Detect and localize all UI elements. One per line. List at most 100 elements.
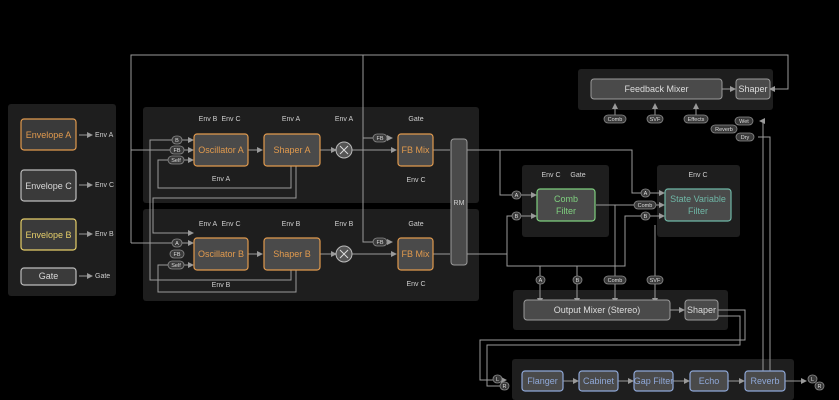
fx-input-r-tag — [499, 381, 510, 391]
flanger-label: Flanger — [527, 376, 558, 386]
oscillator-a-label: Oscillator A — [198, 145, 244, 155]
envelope-b-box[interactable] — [20, 218, 77, 251]
shaper-b-mod: Env B — [282, 221, 301, 228]
shaper-a-box[interactable] — [263, 133, 321, 167]
comb-input-a-tag — [511, 190, 522, 200]
comb-filter-box[interactable] — [536, 188, 596, 222]
voice-a-input-self-tag — [167, 155, 185, 165]
svf-label-1: State Variable — [670, 194, 726, 204]
fbmix-a-bottom-mod: Env C — [406, 177, 425, 184]
out-input-b-tag — [572, 275, 583, 285]
multiplier-b-mod: Env B — [335, 221, 354, 228]
out-input-svf-tag — [646, 275, 664, 285]
svf-mod: Env C — [688, 172, 707, 179]
out-input-comb: Comb — [608, 278, 623, 284]
feedback-shaper-box[interactable] — [735, 78, 771, 100]
feedback-mixer-box[interactable] — [590, 78, 723, 100]
voice-b-fb-tag: FB — [376, 240, 383, 246]
fb-mix-a-box[interactable] — [397, 133, 434, 167]
shaper-a-mod: Env A — [282, 116, 301, 123]
env-c-output-label: Env C — [95, 182, 114, 189]
voice-b-input-fb: FB — [173, 252, 180, 258]
output-shaper-label: Shaper — [687, 305, 716, 315]
fx-input-l-tag — [492, 374, 503, 384]
voice-a-fb-tag: FB — [376, 136, 383, 142]
fb-mix-b-box[interactable] — [397, 237, 434, 271]
fb-mix-a-label: FB Mix — [402, 145, 430, 155]
echo-label: Echo — [699, 376, 720, 386]
feedback-mixer-label: Feedback Mixer — [624, 84, 688, 94]
shaper-b-label: Shaper B — [273, 249, 311, 259]
echo-box[interactable] — [689, 370, 729, 392]
return-reverb-tag-box — [710, 124, 738, 134]
fb-tag-effects-box — [683, 114, 709, 124]
cabinet-box[interactable] — [578, 370, 619, 392]
gate-box[interactable] — [20, 267, 77, 286]
out-input-b: B — [576, 278, 580, 284]
voice-a-input-self: Self — [171, 158, 181, 164]
reverb-box[interactable] — [744, 370, 786, 392]
fbmix-a-top-mod: Gate — [408, 116, 423, 123]
out-input-svf: SVF — [650, 278, 661, 284]
fx-output-r: R — [818, 384, 822, 390]
osc-b-mod-1: Env A — [199, 221, 218, 228]
return-dry-tag: Dry — [741, 135, 750, 141]
env-b-output-label: Env B — [95, 231, 114, 238]
fb-tag-effects: Effects — [688, 117, 705, 123]
cabinet-label: Cabinet — [583, 376, 615, 386]
gap-filter-box[interactable] — [633, 370, 674, 392]
shaper-a-label: Shaper A — [273, 145, 310, 155]
svf-input-b: B — [644, 214, 648, 220]
rm-box[interactable] — [450, 138, 468, 266]
return-dry-tag-box — [735, 132, 755, 142]
wires — [79, 54, 807, 389]
fx-input-r: R — [503, 384, 507, 390]
fbmix-b-bottom-mod: Env C — [406, 281, 425, 288]
fbmix-b-top-mod: Gate — [408, 221, 423, 228]
output-mixer-box[interactable] — [523, 299, 671, 321]
voice-a-fb-tag-box — [372, 133, 388, 143]
rm-label: RM — [454, 200, 465, 207]
out-input-a: A — [539, 278, 543, 284]
envelope-a-label: Envelope A — [26, 130, 72, 140]
voice-b-input-fb-tag — [169, 249, 185, 259]
comb-filter-label-1: Comb — [554, 194, 578, 204]
voice-a-input-b: B — [175, 138, 179, 144]
voice-b-fb-tag-box — [372, 237, 388, 247]
comb-input-b: B — [515, 214, 519, 220]
reverb-label: Reverb — [750, 376, 779, 386]
oscillator-a-box[interactable] — [193, 133, 249, 167]
out-input-a-tag — [535, 275, 546, 285]
env-a-output-label: Env A — [95, 132, 114, 139]
flanger-box[interactable] — [521, 370, 564, 392]
svf-input-b-tag — [640, 211, 651, 221]
voice-a-input-fb-tag — [169, 145, 185, 155]
comb-mod-2: Gate — [570, 172, 585, 179]
out-input-comb-tag — [603, 275, 627, 285]
fx-input-l: L — [496, 377, 499, 383]
fb-tag-svf-box — [646, 114, 664, 124]
voice-a-input-b-tag — [171, 135, 183, 145]
feedback-shaper-label: Shaper — [738, 84, 767, 94]
fb-tag-comb-box — [603, 114, 627, 124]
voice-a-input-fb: FB — [173, 148, 180, 154]
comb-input-a: A — [515, 193, 519, 199]
fb-tag-svf: SVF — [650, 117, 661, 123]
gate-label: Gate — [39, 271, 59, 281]
svf-label-2: Filter — [688, 206, 708, 216]
svf-input-a: A — [644, 191, 648, 197]
comb-mod-1: Env C — [541, 172, 560, 179]
voice-b-input-self-tag — [167, 260, 185, 270]
envelope-c-box[interactable] — [20, 169, 77, 202]
output-mixer-label: Output Mixer (Stereo) — [554, 305, 641, 315]
shaper-b-box[interactable] — [263, 237, 321, 271]
svf-box[interactable] — [664, 188, 732, 222]
output-shaper-box[interactable] — [684, 299, 719, 321]
return-wet-tag-box — [734, 116, 754, 126]
gap-filter-label: Gap Filter — [634, 376, 674, 386]
svf-input-comb-tag — [633, 200, 657, 210]
oscillator-b-box[interactable] — [193, 237, 249, 271]
envelope-a-box[interactable] — [20, 118, 77, 151]
multiplier-a-mod: Env A — [335, 116, 354, 123]
